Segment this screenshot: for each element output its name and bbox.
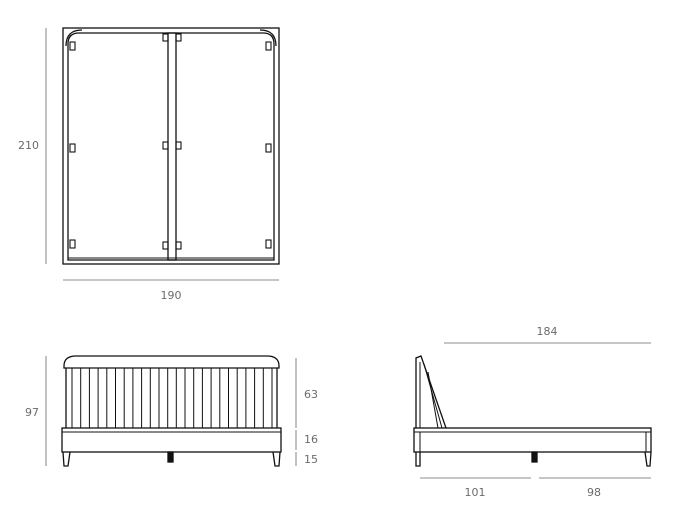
front-view	[61, 355, 282, 467]
front-view-leg-label: 15	[304, 453, 318, 466]
front-view-left-leg	[62, 451, 71, 467]
top-view	[62, 27, 280, 265]
side-view-head-leg	[415, 452, 421, 467]
side-view-dimension-lines	[420, 342, 651, 479]
front-view-slats	[71, 368, 273, 428]
top-view-height-label: 210	[18, 139, 39, 152]
side-view-foot-leg	[644, 451, 652, 467]
top-view-width-label: 190	[160, 289, 182, 302]
side-view	[413, 355, 652, 467]
front-view-top-rail	[63, 355, 280, 369]
top-view-headrail-right-cap	[259, 29, 277, 47]
top-view-center-beam	[167, 32, 177, 261]
front-view-headboard-label: 63	[304, 388, 318, 401]
side-view-left-segment-label: 101	[464, 486, 486, 499]
top-view-brackets	[69, 33, 272, 250]
top-view-headrail-left-cap	[65, 29, 83, 47]
side-view-center-foot	[531, 451, 538, 463]
side-view-headboard	[415, 355, 447, 429]
top-view-inner-frame	[67, 32, 275, 261]
top-view-outer-frame	[62, 27, 280, 265]
front-view-center-foot	[167, 451, 174, 463]
top-view-dimension-lines	[45, 28, 279, 281]
front-view-dimension-lines	[45, 356, 297, 466]
side-view-length-label: 184	[536, 325, 558, 338]
front-view-total-height-label: 97	[25, 406, 39, 419]
side-view-right-segment-label: 98	[587, 486, 601, 499]
front-view-frame-label: 16	[304, 433, 318, 446]
front-view-right-leg	[272, 451, 281, 467]
